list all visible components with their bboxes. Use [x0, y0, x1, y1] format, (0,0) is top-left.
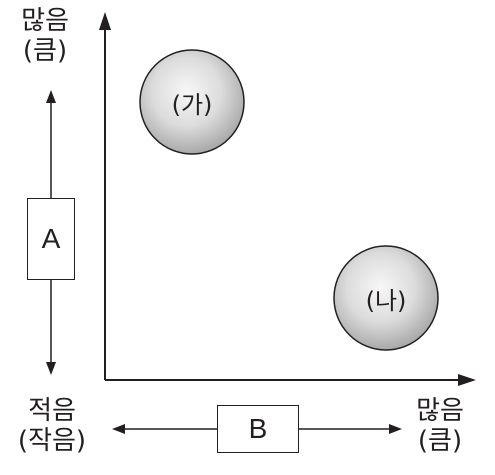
- left-bottom-label-line2: (작음): [17, 426, 87, 456]
- left-top-label: 많음 (큼): [10, 6, 80, 66]
- left-top-label-line1: 많음: [21, 6, 69, 36]
- x-axis-arrowhead: [458, 374, 476, 386]
- left-top-label-line2: (큼): [22, 36, 68, 66]
- left-arrow-down-head: [46, 362, 56, 375]
- bubble-ga: [139, 49, 245, 155]
- box-a: A: [27, 198, 75, 280]
- bottom-right-label-line2: (큼): [417, 426, 463, 456]
- box-b: B: [217, 405, 299, 453]
- bottom-arrow-left-head: [112, 424, 125, 434]
- bubble-na: [333, 245, 439, 351]
- left-arrow-up-head: [46, 90, 56, 103]
- left-bottom-label: 적음 (작음): [2, 396, 102, 456]
- bubble-na-label: (나): [365, 286, 407, 315]
- y-axis-arrowhead: [99, 12, 111, 30]
- bottom-arrow-right-head: [389, 424, 402, 434]
- bottom-right-label: 많음 (큼): [402, 396, 478, 456]
- left-bottom-label-line1: 적음: [28, 396, 76, 426]
- bubble-ga-label: (가): [171, 90, 213, 119]
- bottom-right-label-line1: 많음: [416, 396, 464, 426]
